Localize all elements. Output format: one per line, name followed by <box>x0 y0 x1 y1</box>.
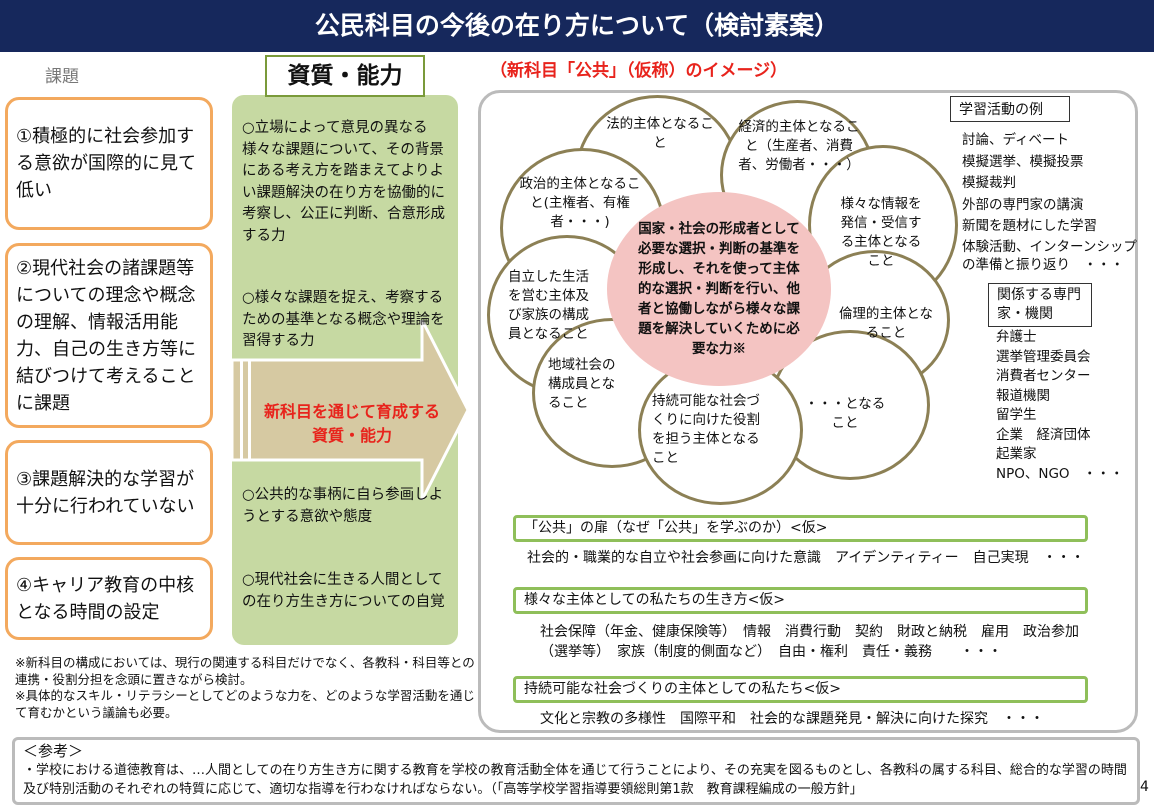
circle-sustainable: 持続可能な社会づくりに向けた役割を担う主体となること <box>652 393 760 466</box>
center-competency: 国家・社会の形成者として必要な選択・判断の基準を形成し、それを使って主体的な選択… <box>607 192 831 386</box>
circle-economic: 経済的主体となること（生産者、消費者、労働者・・・） <box>738 119 860 173</box>
activity-item: 模擬選挙、模擬投票 <box>962 153 1084 170</box>
activity-item: 討論、ディベート <box>962 132 1070 148</box>
activity-item: 体験活動、インターンシップの準備と振り返り ・・・ <box>962 238 1137 273</box>
activity-item: 模擬裁判 <box>962 175 1016 191</box>
arrow-right-icon <box>232 320 468 500</box>
related-item: 選挙管理委員会 <box>996 348 1091 365</box>
section-content: 社会的・職業的な自立や社会参画に向けた意識 アイデンティティー 自己実現 ・・・ <box>527 550 1085 566</box>
related-item: NPO、NGO ・・・ <box>996 465 1124 482</box>
competency-item: ○公共的な事柄に自ら参画しようとする意欲や態度 <box>242 487 444 525</box>
arrow-text: 新科目を通じて育成する資質・能力 <box>263 402 440 445</box>
related-item: 留学生 <box>996 407 1037 423</box>
note: ※具体的なスキル・リテラシーとしてどのような力を、どのような学習活動を通じて育む… <box>15 688 475 720</box>
reference-text: ・学校における道徳教育は、…人間としての在り方生き方に関する教育を学校の教育活動… <box>23 763 1127 797</box>
competencies-label: 資質・能力 <box>265 55 425 97</box>
issue-box: ②現代社会の諸課題等についての理念や概念の理解、情報活用能力、自己の生き方等に結… <box>5 243 213 428</box>
issue-box: ①積極的に社会参加する意欲が国際的に見て低い <box>5 97 213 230</box>
image-panel <box>478 90 1138 733</box>
circle-etc: ・・・となること <box>804 396 886 431</box>
circle-political: 政治的主体となること(主権者、有権者・・・) <box>519 176 641 230</box>
note: ※新科目の構成においては、現行の関連する科目だけでなく、各教科・科目等との連携・… <box>15 655 475 687</box>
image-title: （新科目「公共」（仮称）のイメージ） <box>490 61 788 81</box>
activity-item: 外部の専門家の講演 <box>962 196 1084 213</box>
section-content: 社会保障（年金、健康保険等） 情報 消費行動 契約 財政と納税 雇用 政治参加（… <box>540 624 1079 660</box>
competency-item: ○様々な課題を捉え、考察するための基準となる概念や理論を習得する力 <box>242 290 445 349</box>
related-item: 起業家 <box>996 446 1037 462</box>
competency-item: ○立場によって意見の異なる様々な課題について、その背景にある考え方を踏まえてより… <box>242 120 445 244</box>
related-item: 弁護士 <box>996 329 1037 345</box>
section-content: 文化と宗教の多様性 国際平和 社会的な課題発見・解決に向けた探究 ・・・ <box>540 711 1044 727</box>
reference-title: ＜参考＞ <box>23 742 84 760</box>
activity-item: 新聞を題材にした学習 <box>962 218 1097 234</box>
issues-label: 課題 <box>45 67 79 87</box>
circle-legal: 法的主体となること <box>606 116 714 151</box>
section-title: 「公共」の扉（なぜ「公共」を学ぶのか）<仮> <box>513 515 1088 542</box>
issue-box: ③課題解決的な学習が十分に行われていない <box>5 440 213 545</box>
competency-item: ○現代社会に生きる人間としての在り方生き方についての自覚 <box>242 572 445 610</box>
circle-ethical: 倫理的主体となること <box>838 306 934 341</box>
circle-independent-life: 自立した生活を営む主体及び家族の構成員となること <box>508 269 589 342</box>
activities-title: 学習活動の例 <box>950 96 1070 122</box>
related-item: 消費者センター <box>996 368 1091 384</box>
issue-box: ④キャリア教育の中核となる時間の設定 <box>5 557 213 640</box>
section-title: 様々な主体としての私たちの生き方<仮> <box>513 587 1088 614</box>
section-title: 持続可能な社会づくりの主体としての私たち<仮> <box>513 676 1088 703</box>
page-number: 4 <box>1140 779 1149 795</box>
circle-community: 地域社会の構成員となること <box>548 357 616 411</box>
related-item: 企業 経済団体 <box>996 426 1091 443</box>
related-title: 関係する専門家・機関 <box>988 283 1092 327</box>
reference-box: ＜参考＞ ・学校における道徳教育は、…人間としての在り方生き方に関する教育を学校… <box>12 737 1140 805</box>
page-title: 公民科目の今後の在り方について（検討素案） <box>0 0 1154 52</box>
related-item: 報道機関 <box>996 387 1050 404</box>
circle-information: 様々な情報を発信・受信する主体となること <box>840 196 922 269</box>
